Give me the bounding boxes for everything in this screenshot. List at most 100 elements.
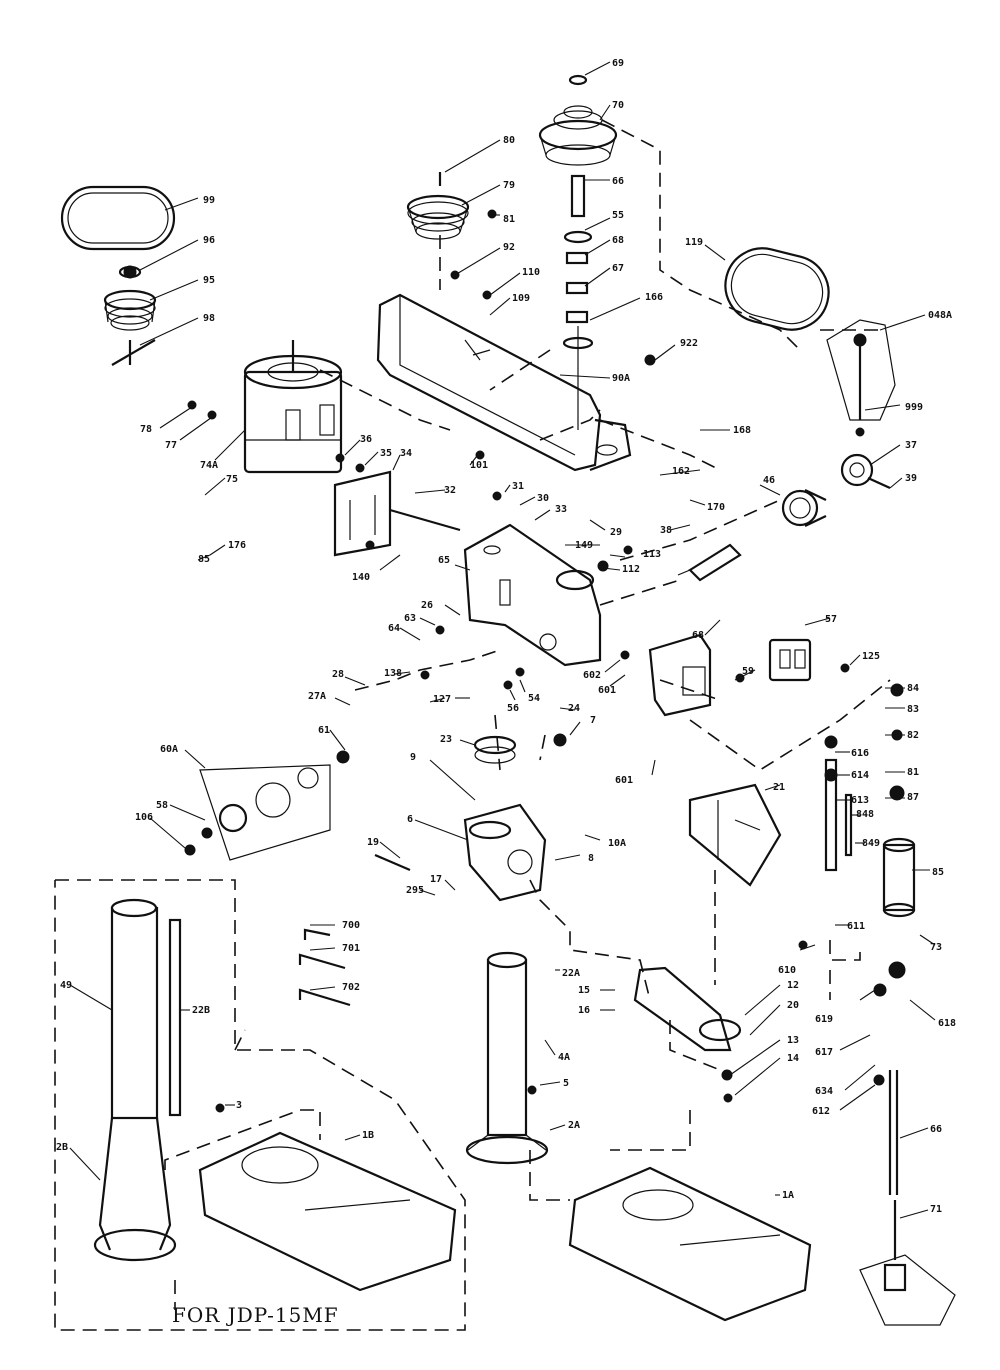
belt-99 [60, 185, 176, 251]
part-label: 138 [384, 668, 402, 679]
part-label: 46 [763, 475, 775, 486]
part-label: 611 [847, 921, 865, 932]
part-label: 98 [203, 313, 215, 324]
part-label: 6 [407, 814, 413, 825]
part-label: 67 [612, 263, 624, 274]
part-label: 10A [608, 838, 626, 849]
part-label: 616 [851, 748, 869, 759]
part-label: 29 [610, 527, 622, 538]
column-49 [93, 898, 182, 1262]
column-spring-46 [781, 489, 827, 527]
part-label: 125 [862, 651, 880, 662]
part-label: 634 [815, 1086, 833, 1097]
kit-note: FOR JDP-15MF [172, 1303, 339, 1327]
part-label: 92 [503, 242, 515, 253]
part-label: 106 [135, 812, 153, 823]
part-label: 140 [352, 572, 370, 583]
part-label: 39 [905, 473, 917, 484]
part-label: 109 [512, 293, 530, 304]
part-label: 113 [643, 549, 661, 560]
head-casting-65 [463, 523, 602, 667]
part-label: 176 [228, 540, 246, 551]
part-label: 1B [362, 1130, 374, 1141]
part-label: 64 [388, 623, 400, 634]
part-label: 295 [406, 885, 424, 896]
part-label: 54 [528, 693, 540, 704]
part-label: 30 [537, 493, 549, 504]
part-label: 73 [930, 942, 942, 953]
part-label: 14 [787, 1053, 799, 1064]
part-label: 20 [787, 1000, 799, 1011]
part-label: 613 [851, 795, 869, 806]
part-label: 71 [930, 1204, 942, 1215]
part-label: 75 [226, 474, 238, 485]
part-label: 96 [203, 235, 215, 246]
pulley-79 [406, 172, 470, 240]
part-label: 69 [612, 58, 624, 69]
switch-57 [768, 638, 812, 682]
part-label: 101 [470, 460, 488, 471]
part-label: 34 [400, 448, 412, 459]
part-label: 3 [236, 1100, 242, 1111]
part-label: 33 [555, 504, 567, 515]
base-1A [568, 1166, 812, 1322]
part-label: 12 [787, 980, 799, 991]
part-label: 68 [692, 630, 704, 641]
part-label: 168 [733, 425, 751, 436]
part-label: 61 [318, 725, 330, 736]
part-label: 99 [203, 195, 215, 206]
part-label: 2B [56, 1142, 68, 1153]
part-label: 28 [332, 669, 344, 680]
part-label: 81 [907, 767, 919, 778]
part-label: 49 [60, 980, 72, 991]
part-label: 87 [907, 792, 919, 803]
part-label: 38 [660, 525, 672, 536]
part-label: 55 [612, 210, 624, 221]
part-label: 922 [680, 338, 698, 349]
part-label: 74A [200, 460, 218, 471]
table-arm-4A [633, 966, 742, 1052]
feed-rod-613 [824, 758, 853, 872]
part-label: 37 [905, 440, 917, 451]
part-label: 9 [410, 752, 416, 763]
feed-shaft-38 [677, 543, 742, 582]
part-label: 85 [932, 867, 944, 878]
part-label: 13 [787, 1035, 799, 1046]
part-label: 22B [192, 1005, 210, 1016]
part-label: 77 [165, 440, 177, 451]
part-label: 7 [590, 715, 596, 726]
motor-74A [243, 340, 343, 474]
part-label: 58 [156, 800, 168, 811]
part-label: 110 [522, 267, 540, 278]
part-label: 95 [203, 275, 215, 286]
table-21 [688, 783, 782, 887]
depth-stop-60A [199, 764, 331, 861]
part-label: 8 [588, 853, 594, 864]
fasteners [123, 209, 906, 1113]
part-label: 24 [568, 703, 580, 714]
chuck-71 [859, 1200, 956, 1326]
part-label: 702 [342, 982, 360, 993]
part-label: 57 [825, 614, 837, 625]
part-label: 59 [742, 666, 754, 677]
part-label: 1A [782, 1190, 794, 1201]
belt-guard-90A [376, 293, 632, 472]
part-label: 170 [707, 502, 725, 513]
part-label: 56 [507, 703, 519, 714]
motor-pulley-95 [103, 265, 157, 366]
part-label: 15 [578, 985, 590, 996]
base-1B [198, 1131, 457, 1292]
part-label: 36 [360, 434, 372, 445]
part-label: 849 [862, 838, 880, 849]
spindle-pulley-70 [538, 74, 618, 430]
assembly-lines [54, 119, 891, 1331]
part-label: 16 [578, 1005, 590, 1016]
part-label: 63 [404, 613, 416, 624]
part-label: 65 [438, 555, 450, 566]
part-label: 112 [622, 564, 640, 575]
part-label: 2A [568, 1120, 580, 1131]
part-label: 26 [421, 600, 433, 611]
part-label: 27A [308, 691, 326, 702]
